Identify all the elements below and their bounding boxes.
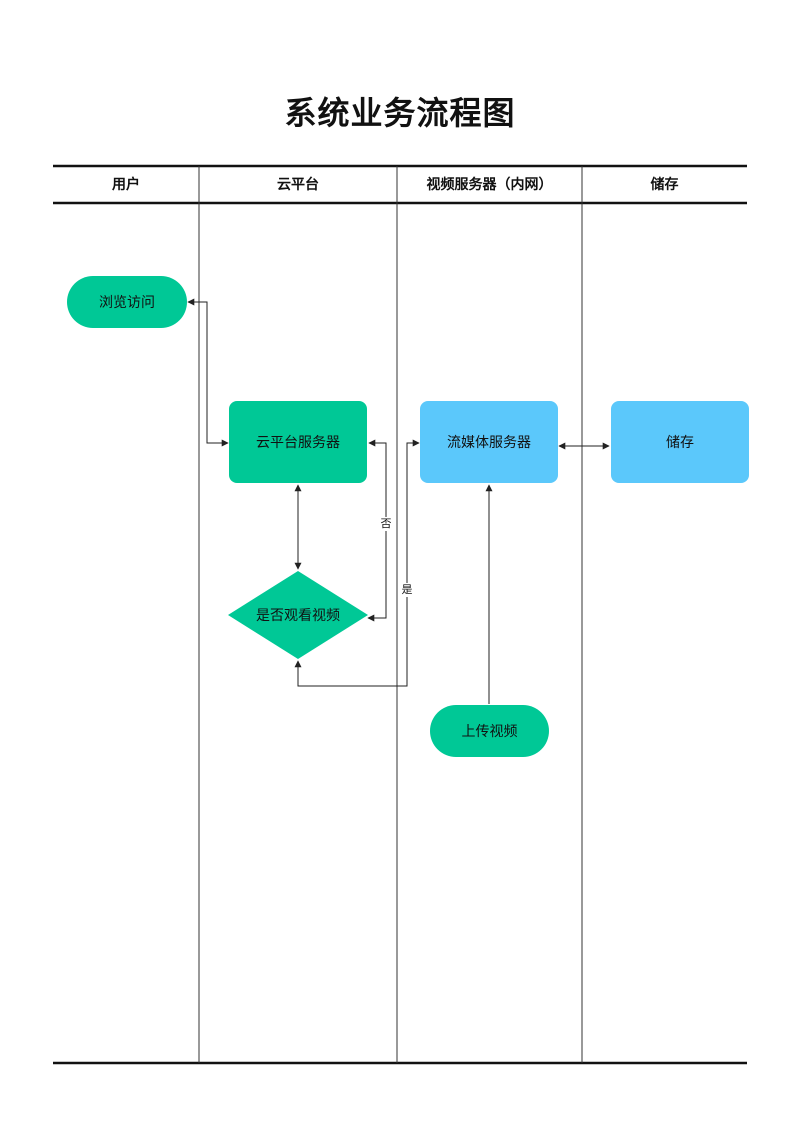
node-media-server[interactable]: 流媒体服务器 — [420, 401, 558, 483]
node-browse-shape — [67, 276, 187, 328]
node-media-server-label: 流媒体服务器 — [447, 435, 531, 451]
edge-label-no: 否 — [378, 517, 394, 531]
node-cloud-server-label: 云平台服务器 — [256, 435, 340, 451]
node-browse-label: 浏览访问 — [99, 295, 155, 311]
node-cloud-server[interactable]: 云平台服务器 — [229, 401, 367, 483]
lane-header-storage: 储存 — [650, 177, 679, 193]
node-storage[interactable]: 储存 — [611, 401, 749, 483]
edge-browse-cloud — [187, 298, 229, 447]
node-browse[interactable]: 浏览访问 — [67, 276, 187, 328]
lane-header-user: 用户 — [112, 177, 140, 193]
lane-header-cloud: 云平台 — [277, 177, 319, 193]
lane-header-video-server: 视频服务器（内网） — [426, 177, 553, 193]
node-upload-label: 上传视频 — [461, 724, 518, 740]
node-decision-label: 是否观看视频 — [256, 608, 340, 624]
page-title: 系统业务流程图 — [284, 94, 516, 132]
node-storage-label: 储存 — [666, 435, 694, 451]
node-upload[interactable]: 上传视频 — [430, 705, 549, 757]
edge-label-yes: 是 — [399, 583, 415, 597]
node-storage-shape — [611, 401, 749, 483]
node-media-server-shape — [420, 401, 558, 483]
edge-decision-yes — [294, 439, 420, 687]
node-decision[interactable]: 是否观看视频 — [228, 571, 368, 659]
node-upload-shape — [430, 705, 549, 757]
